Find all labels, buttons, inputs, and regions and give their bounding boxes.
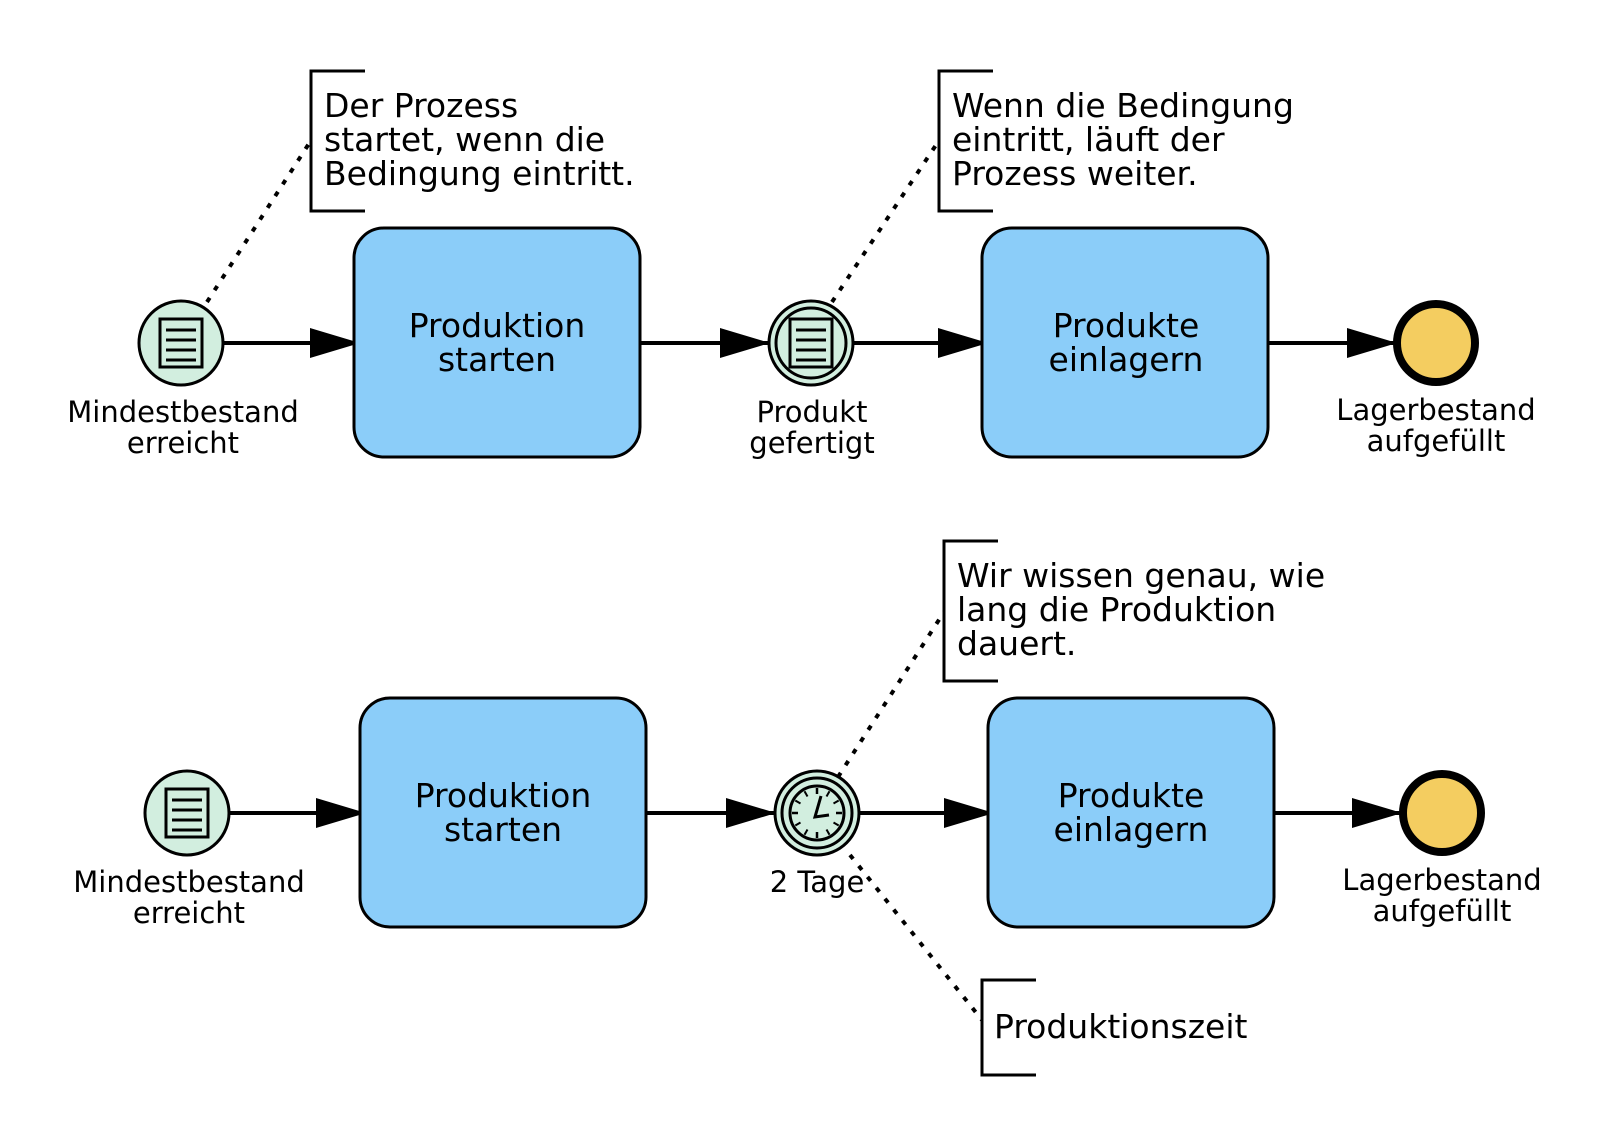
task-label-line2: einlagern	[1054, 810, 1209, 849]
event-label-line1: Mindestbestand	[73, 865, 304, 899]
annotation-line3: dauert.	[957, 624, 1076, 663]
annotation-line2: lang die Produktion	[957, 590, 1276, 629]
event-label-line2: aufgefüllt	[1373, 894, 1512, 928]
text-annotation[interactable]: Produktionszeit	[980, 978, 1248, 1077]
association-line	[830, 140, 940, 304]
conditional-icon	[158, 317, 204, 369]
timer-icon	[788, 784, 846, 842]
annotation-line1: Wenn die Bedingung	[952, 86, 1294, 125]
annotation-line1: Produktionszeit	[994, 1007, 1248, 1046]
diagram-1: Mindestbestand erreicht Produktion start…	[67, 69, 1536, 460]
event-label-line1: Lagerbestand	[1336, 393, 1535, 427]
event-label-line1: Lagerbestand	[1342, 863, 1541, 897]
annotation-line1: Wir wissen genau, wie	[957, 556, 1325, 595]
conditional-icon	[788, 317, 834, 369]
task-label-line1: Produktion	[415, 776, 592, 815]
diagram-2: Mindestbestand erreicht Produktion start…	[73, 539, 1542, 1077]
event-label-line1: Produkt	[757, 395, 868, 429]
end-event[interactable]	[1393, 300, 1479, 386]
task-produktion-starten[interactable]	[352, 226, 642, 459]
timer-label: 2 Tage	[770, 865, 865, 899]
association-line	[836, 610, 946, 779]
association-line	[205, 140, 312, 304]
task-label-line2: starten	[444, 810, 562, 849]
text-annotation[interactable]: Wir wissen genau, wie lang die Produktio…	[942, 539, 1325, 683]
text-annotation[interactable]: Der Prozess startet, wenn die Bedingung …	[309, 69, 635, 213]
association-line	[848, 853, 984, 1022]
task-label-line2: starten	[438, 340, 556, 379]
event-label-line2: gefertigt	[749, 426, 874, 460]
task-label-line1: Produktion	[409, 306, 586, 345]
intermediate-event[interactable]	[767, 299, 855, 387]
start-event[interactable]	[143, 769, 231, 857]
task-label-line1: Produkte	[1053, 306, 1200, 345]
text-annotation[interactable]: Wenn die Bedingung eintritt, läuft der P…	[937, 69, 1294, 213]
annotation-line3: Bedingung eintritt.	[324, 154, 635, 193]
task-produkte-einlagern[interactable]	[986, 696, 1276, 929]
annotation-line2: startet, wenn die	[324, 120, 605, 159]
timer-event[interactable]	[773, 769, 861, 857]
task-label-line2: einlagern	[1049, 340, 1204, 379]
task-label-line1: Produkte	[1058, 776, 1205, 815]
event-label-line2: erreicht	[127, 426, 239, 460]
event-label-line1: Mindestbestand	[67, 395, 298, 429]
end-event[interactable]	[1399, 770, 1485, 856]
annotation-line1: Der Prozess	[324, 86, 518, 125]
task-produkte-einlagern[interactable]	[980, 226, 1270, 459]
task-produktion-starten[interactable]	[358, 696, 648, 929]
conditional-icon	[164, 787, 210, 839]
annotation-line3: Prozess weiter.	[952, 154, 1198, 193]
event-label-line2: aufgefüllt	[1367, 424, 1506, 458]
annotation-line2: eintritt, läuft der	[952, 120, 1225, 159]
event-label-line2: erreicht	[133, 896, 245, 930]
start-event[interactable]	[137, 299, 225, 387]
